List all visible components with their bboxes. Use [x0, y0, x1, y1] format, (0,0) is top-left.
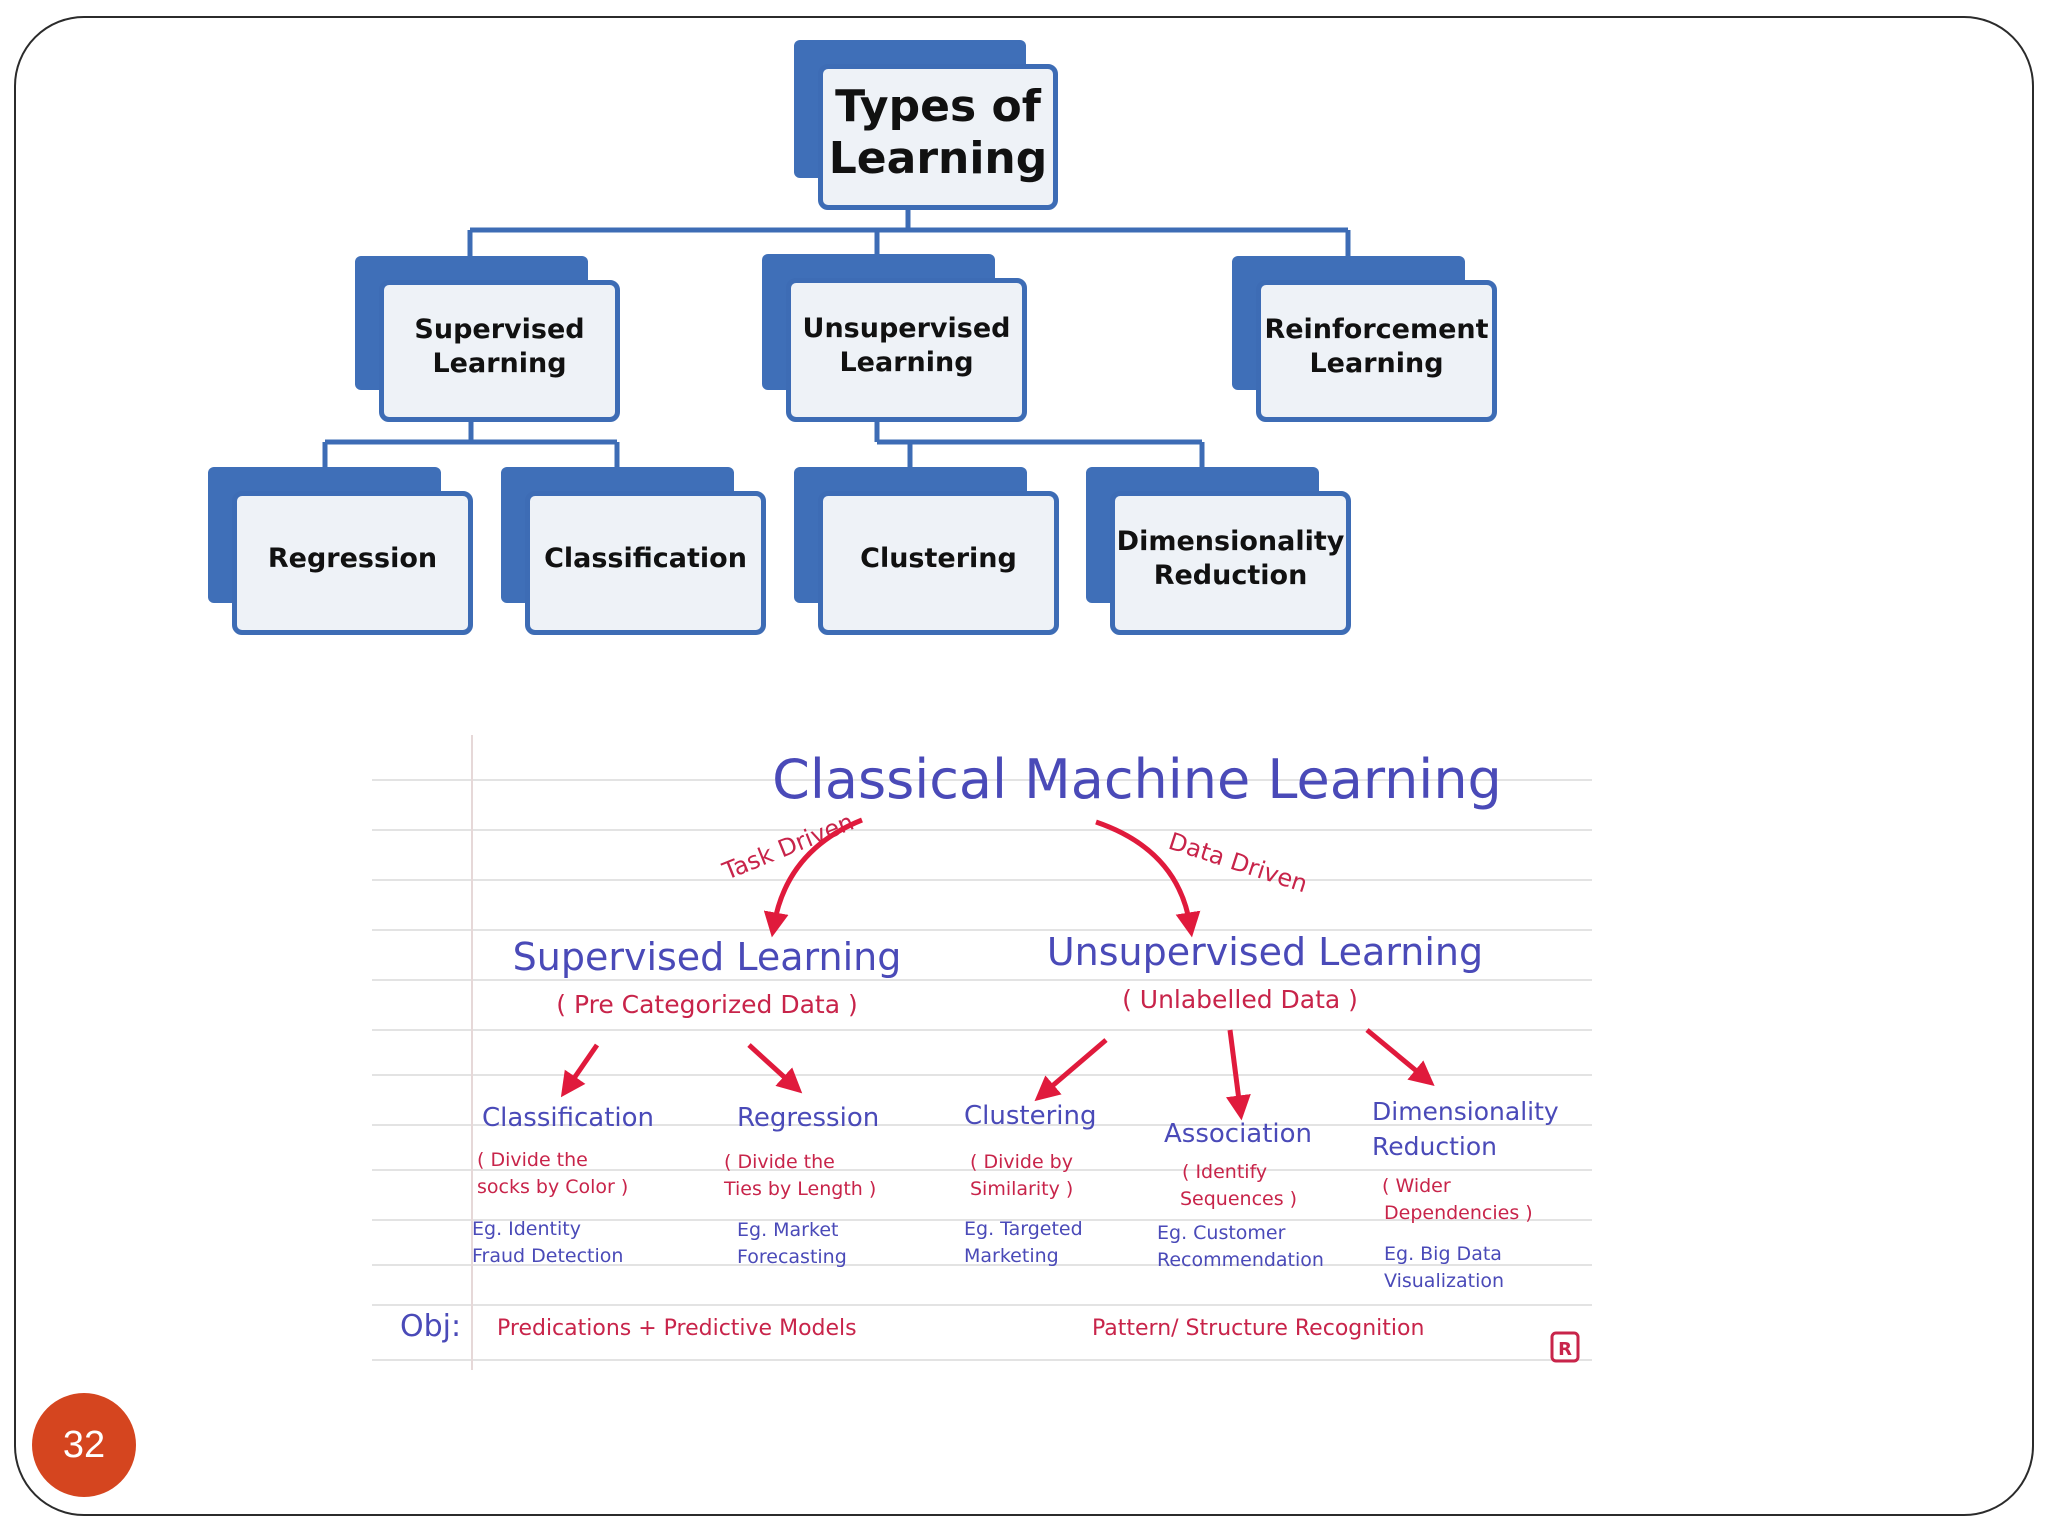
- node-label-line2: Learning: [432, 348, 567, 379]
- arrow-to-classification: [560, 1043, 600, 1098]
- classification-eg-line1: Eg. Identity: [472, 1218, 581, 1240]
- page-number-badge: 32: [32, 1393, 136, 1497]
- arrow-to-regression: [747, 1043, 803, 1094]
- dimensionality-eg-line1: Eg. Big Data: [1384, 1243, 1502, 1265]
- clustering-desc-line1: ( Divide by: [970, 1151, 1073, 1173]
- node-label-line2: Learning: [828, 133, 1048, 184]
- node-regression: Regression: [208, 467, 473, 635]
- node-label-line2: Learning: [1309, 348, 1444, 379]
- dimensionality-desc-line1: ( Wider: [1382, 1175, 1451, 1197]
- dimensionality-title-line2: Reduction: [1372, 1132, 1497, 1161]
- node-label-line1: Dimensionality: [1116, 526, 1345, 558]
- sketch-canvas: Classical Machine Learning Task Driven D…: [372, 735, 1592, 1370]
- node-label-line2: Learning: [839, 347, 974, 378]
- classification-eg-line2: Fraud Detection: [472, 1245, 623, 1267]
- node-label-line1: Unsupervised: [802, 313, 1011, 345]
- association-desc-line2: Sequences ): [1180, 1188, 1297, 1210]
- node-reinforcement-learning: Reinforcement Learning: [1232, 256, 1497, 422]
- classification-title: Classification: [482, 1103, 654, 1133]
- classification-desc-line1: ( Divide the: [477, 1149, 588, 1171]
- arrow-to-dimensionality: [1365, 1028, 1435, 1086]
- node-label-line1: Types of: [835, 81, 1041, 133]
- node-unsupervised-learning: Unsupervised Learning: [762, 254, 1027, 422]
- node-label: Classification: [544, 543, 747, 575]
- logo-badge-icon: [1550, 1331, 1580, 1363]
- node-box: Types of Learning: [818, 64, 1058, 210]
- obj-unsupervised: Pattern/ Structure Recognition: [1092, 1316, 1424, 1341]
- association-desc-line1: ( Identify: [1182, 1161, 1267, 1183]
- data-driven-label: Data Driven: [1165, 827, 1311, 898]
- unsupervised-subtitle: ( Unlabelled Data ): [1122, 985, 1358, 1014]
- supervised-subtitle: ( Pre Categorized Data ): [556, 990, 857, 1019]
- node-classification: Classification: [501, 467, 766, 635]
- node-label-line1: Supervised: [414, 314, 585, 346]
- data-driven-arrow: [1095, 819, 1201, 938]
- node-box: Unsupervised Learning: [786, 278, 1027, 422]
- node-supervised-learning: Supervised Learning: [355, 256, 620, 422]
- node-box: Clustering: [818, 491, 1059, 635]
- regression-desc-line1: ( Divide the: [724, 1151, 835, 1173]
- task-driven-label: Task Driven: [718, 808, 858, 886]
- arrow-to-association: [1226, 1029, 1251, 1121]
- node-types-of-learning: Types of Learning: [794, 40, 1058, 210]
- dimensionality-desc-line2: Dependencies ): [1384, 1202, 1533, 1224]
- node-box: Reinforcement Learning: [1256, 280, 1497, 422]
- obj-label: Obj:: [400, 1309, 461, 1344]
- supervised-heading: Supervised Learning: [513, 935, 902, 979]
- node-box: Classification: [525, 491, 766, 635]
- arrow-to-clustering: [1034, 1038, 1108, 1102]
- logo-badge-letter: R: [1558, 1339, 1572, 1360]
- association-eg-line1: Eg. Customer: [1157, 1222, 1286, 1244]
- association-title: Association: [1164, 1119, 1312, 1149]
- node-label-line2: Reduction: [1153, 560, 1308, 591]
- node-clustering: Clustering: [794, 467, 1059, 635]
- classification-desc-line2: socks by Color ): [477, 1176, 628, 1198]
- node-label: Regression: [267, 543, 438, 575]
- dimensionality-eg-line2: Visualization: [1384, 1270, 1504, 1292]
- clustering-eg-line1: Eg. Targeted: [964, 1218, 1083, 1240]
- clustering-eg-line2: Marketing: [964, 1245, 1059, 1267]
- regression-eg-line1: Eg. Market: [737, 1219, 838, 1241]
- obj-supervised: Predications + Predictive Models: [497, 1316, 857, 1341]
- node-label-line1: Reinforcement: [1264, 314, 1489, 346]
- task-driven-arrow: [763, 817, 863, 938]
- node-box: Supervised Learning: [379, 280, 620, 422]
- classical-ml-sketch: Classical Machine Learning Task Driven D…: [372, 730, 1592, 1375]
- node-box: Dimensionality Reduction: [1110, 491, 1351, 635]
- regression-eg-line2: Forecasting: [737, 1246, 847, 1268]
- regression-title: Regression: [737, 1103, 879, 1133]
- sketch-title: Classical Machine Learning: [772, 748, 1502, 811]
- node-dimensionality-reduction: Dimensionality Reduction: [1086, 467, 1351, 635]
- regression-desc-line2: Ties by Length ): [723, 1178, 876, 1200]
- clustering-title: Clustering: [964, 1101, 1097, 1131]
- clustering-desc-line2: Similarity ): [970, 1178, 1073, 1200]
- node-label: Clustering: [860, 543, 1017, 575]
- unsupervised-heading: Unsupervised Learning: [1047, 930, 1483, 974]
- association-eg-line2: Recommendation: [1157, 1249, 1324, 1271]
- page-number: 32: [62, 1423, 106, 1466]
- dimensionality-title-line1: Dimensionality: [1372, 1097, 1559, 1126]
- node-box: Regression: [232, 491, 473, 635]
